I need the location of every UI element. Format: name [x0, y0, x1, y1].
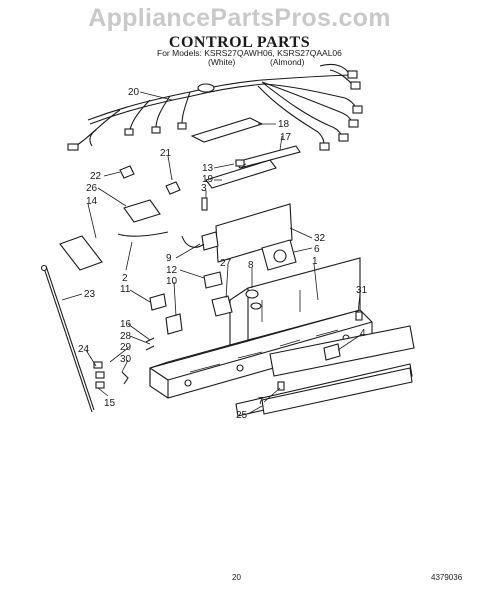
switch-11 — [149, 293, 167, 311]
callout-8: 8 — [248, 260, 254, 271]
bracket-19 — [205, 159, 277, 189]
callout-2: 2 — [122, 273, 128, 284]
callout-19: 19 — [202, 174, 214, 185]
liner-14 — [59, 235, 103, 271]
callout-26: 26 — [86, 183, 98, 194]
bulb-13 — [235, 159, 245, 167]
callout-17: 17 — [280, 132, 292, 143]
callout-4: 4 — [360, 328, 366, 339]
callout-labels: 20 18 17 21 13 3 19 22 26 14 32 6 9 12 2… — [78, 87, 368, 421]
model-numbers: For Models: KSRS27QAWH06, KSRS27QAAL06 — [157, 48, 342, 58]
callout-27: 27 — [220, 258, 232, 269]
trim-25 — [269, 325, 415, 377]
screw-7 — [277, 381, 285, 391]
control-housing — [149, 257, 373, 399]
callout-18: 18 — [278, 119, 290, 130]
part-4 — [323, 343, 341, 361]
upper-panels — [59, 117, 415, 417]
callout-10: 10 — [166, 276, 178, 287]
callout-3: 3 — [201, 183, 207, 194]
rod-23 — [40, 264, 95, 413]
callout-13: 13 — [202, 163, 214, 174]
screw-3 — [201, 197, 208, 211]
callout-25: 25 — [236, 410, 248, 421]
clip-22 — [119, 165, 135, 179]
variant-almond: (Almond) — [270, 57, 305, 67]
wire-harness — [67, 63, 363, 151]
callout-12: 12 — [166, 265, 178, 276]
callout-31: 31 — [356, 285, 368, 296]
clip-21 — [165, 181, 181, 195]
callout-32: 32 — [314, 233, 326, 244]
switch-12 — [203, 271, 223, 289]
watermark: AppliancePartsPros.com — [88, 4, 391, 32]
callout-24: 24 — [78, 344, 90, 355]
callout-29: 29 — [120, 342, 132, 353]
callout-9: 9 — [166, 253, 172, 264]
callout-6: 6 — [314, 244, 320, 255]
callout-11: 11 — [120, 284, 131, 295]
capillary-2 — [117, 231, 169, 237]
small-components — [93, 159, 363, 391]
callout-7: 7 — [258, 396, 264, 407]
page-title: CONTROL PARTS — [168, 34, 311, 51]
cover-18 — [190, 117, 264, 143]
callout-16: 16 — [120, 319, 132, 330]
insulation-26 — [123, 199, 161, 223]
callout-15: 15 — [104, 398, 116, 409]
callout-1: 1 — [312, 256, 318, 267]
callout-28: 28 — [120, 331, 132, 342]
callout-21: 21 — [160, 148, 172, 159]
switch-9 — [201, 231, 219, 251]
callout-20: 20 — [128, 87, 140, 98]
page-number: 20 — [232, 573, 241, 582]
document-number: 4379036 — [431, 573, 463, 582]
plate-10 — [165, 313, 183, 335]
knob-8 — [245, 289, 259, 299]
plate-27 — [211, 295, 233, 317]
screw-31 — [355, 311, 363, 321]
variant-white: (White) — [208, 57, 236, 67]
callout-30: 30 — [120, 354, 132, 365]
callout-23: 23 — [84, 289, 96, 300]
leader-lines — [61, 91, 363, 415]
callout-22: 22 — [90, 171, 102, 182]
callout-14: 14 — [86, 196, 98, 207]
panel-32 — [215, 203, 293, 263]
